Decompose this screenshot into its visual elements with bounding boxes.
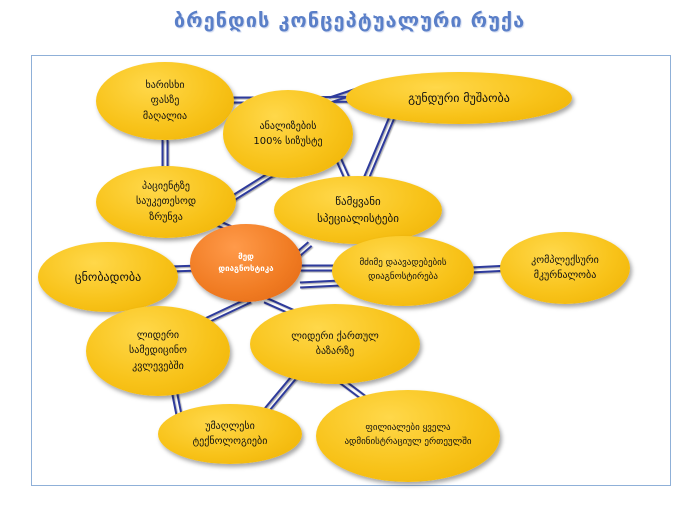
node-label: კომპლექსური მკურნალობა (531, 254, 599, 282)
node-label: გუნდური მუშაობა (408, 90, 510, 105)
node-label: უმაღლესი ტექნოლოგიები (192, 420, 268, 448)
node-quality: ხარისხი ფასზე მაღალია (96, 62, 234, 140)
node-awareness: ცნობადობა (38, 242, 178, 312)
node-label: ხარისხი ფასზე მაღალია (142, 79, 188, 122)
node-label: მძიმე დაავადებების დიაგნოსტირება (359, 258, 447, 282)
node-label: პაციენტზე საუკეთესოდ ზრუნვა (135, 180, 197, 223)
node-label: ლიდერი ქართულ ბაზარზე (291, 330, 379, 358)
node-team: გუნდური მუშაობა (346, 72, 572, 124)
node-branches: ფილიალები ყველა ადმინისტრაციულ ერთეულში (316, 390, 500, 482)
node-diseases: მძიმე დაავადებების დიაგნოსტირება (332, 236, 474, 306)
node-tech: უმაღლესი ტექნოლოგიები (158, 404, 302, 464)
node-analysis: ანალიზების 100% სიზუსტე (223, 90, 353, 178)
node-label: ცნობადობა (74, 269, 142, 284)
node-label: ანალიზების 100% სიზუსტე (253, 120, 323, 148)
node-label: ლიდერი სამედიცინო კვლევებში (129, 329, 187, 372)
node-center: მედ დიაგნოსტიკა (190, 224, 302, 302)
diagram-frame (31, 55, 671, 486)
node-label: წამყვანი სპეციალისტები (317, 194, 399, 225)
node-complex: კომპლექსური მკურნალობა (500, 232, 630, 304)
node-specialists: წამყვანი სპეციალისტები (274, 176, 442, 244)
node-patient: პაციენტზე საუკეთესოდ ზრუნვა (96, 166, 236, 238)
center-label: მედ დიაგნოსტიკა (218, 251, 274, 273)
node-leader-research: ლიდერი სამედიცინო კვლევებში (86, 306, 230, 396)
node-label: ფილიალები ყველა ადმინისტრაციულ ერთეულში (344, 423, 472, 447)
map-title: ბრენდის კონცეპტუალური რუქა (173, 8, 526, 32)
node-leader-market: ლიდერი ქართულ ბაზარზე (250, 304, 420, 384)
